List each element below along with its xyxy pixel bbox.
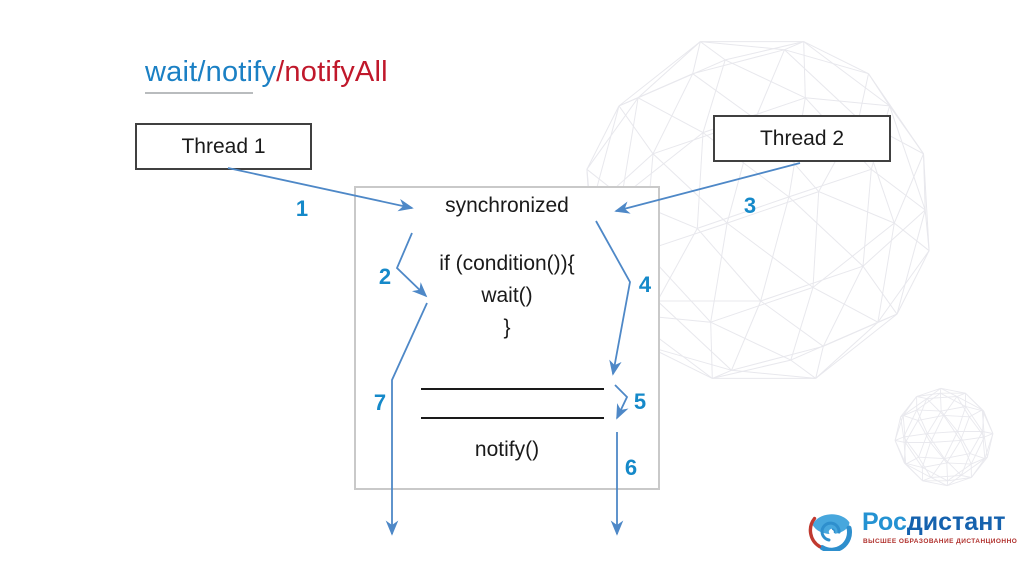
logo-brand-part2: дистант xyxy=(906,508,1006,536)
logo-brand-part1: Рос xyxy=(862,508,907,536)
title-underline xyxy=(145,92,253,94)
condition-open-line: if (condition()){ xyxy=(439,252,575,275)
blank-statement-line-1 xyxy=(421,388,604,390)
step-label-6: 6 xyxy=(624,455,638,480)
logo-brand-text: Росдистант xyxy=(862,508,1006,537)
logo-globe-icon xyxy=(808,510,852,551)
title-notifyall: /notifyAll xyxy=(276,56,388,88)
geodesic-sphere-small-icon xyxy=(894,387,994,487)
title-wait-notify: wait/notify xyxy=(145,56,277,88)
thread1-label: Thread 1 xyxy=(181,134,266,158)
step-label-2: 2 xyxy=(378,264,392,289)
thread1-box: Thread 1 xyxy=(135,123,312,170)
rosdistant-logo: Росдистант ВЫСШЕЕ ОБРАЗОВАНИЕ ДИСТАНЦИОН… xyxy=(808,502,1017,558)
step-label-7: 7 xyxy=(373,390,387,415)
thread2-label: Thread 2 xyxy=(759,126,845,150)
synchronized-keyword: synchronized xyxy=(445,194,569,217)
thread2-box: Thread 2 xyxy=(713,115,891,162)
page-title: wait/notify/notifyAll xyxy=(145,56,388,89)
step-label-5: 5 xyxy=(633,389,647,414)
step-label-4: 4 xyxy=(638,272,652,297)
wait-call-line: wait() xyxy=(481,284,533,307)
notify-call-line: notify() xyxy=(474,438,540,461)
step-label-3: 3 xyxy=(743,193,757,218)
blank-statement-line-2 xyxy=(421,417,604,419)
step-label-1: 1 xyxy=(295,196,309,221)
synchronized-block: synchronized if (condition()){ wait() } … xyxy=(354,186,660,490)
condition-close-line: } xyxy=(503,316,511,339)
logo-tagline: ВЫСШЕЕ ОБРАЗОВАНИЕ ДИСТАНЦИОННО xyxy=(863,538,1018,545)
